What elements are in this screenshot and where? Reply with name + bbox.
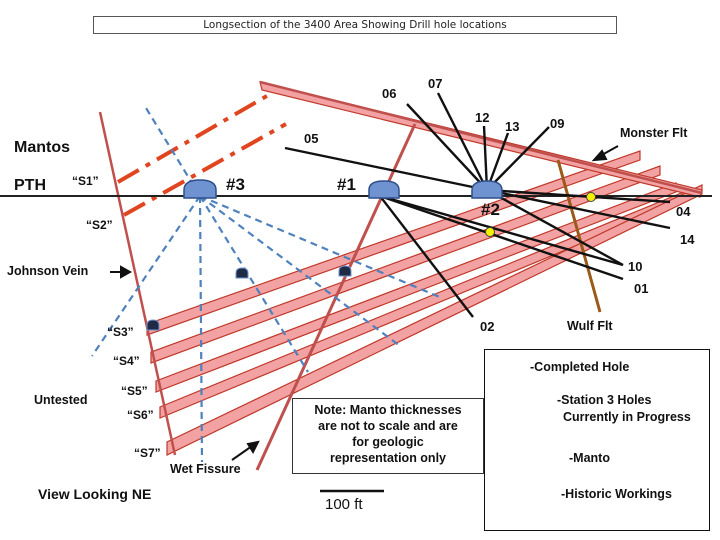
station3-hole: [199, 195, 309, 373]
hole-02-label: 02: [480, 319, 495, 334]
hole-01-label: 01: [634, 281, 649, 296]
hole-09-label: 09: [550, 116, 565, 131]
hole-07-line: [436, 92, 489, 191]
legend-station3-label-2: Currently in Progress: [563, 410, 691, 424]
s2-label: “S2”: [86, 218, 113, 232]
wulf-flt-label: Wulf Flt: [567, 319, 613, 333]
intersection-markers: [485, 192, 596, 237]
hole-05-line: [284, 146, 488, 192]
hole-10-label: 10: [628, 259, 643, 274]
station3-hole: [91, 195, 201, 357]
note-line-4: representation only: [330, 451, 446, 465]
note-line-1: Note: Manto thicknesses: [314, 403, 462, 417]
hole-14-label: 14: [680, 232, 695, 247]
dash-dot-mantos: [116, 91, 287, 217]
marker-point: [586, 192, 596, 202]
hole-05-label: 05: [304, 131, 319, 146]
station3-hole: [198, 195, 204, 463]
historic-workings: [183, 179, 503, 199]
hole-04-line: [486, 188, 671, 204]
view-label: View Looking NE: [38, 486, 152, 502]
wet-fissure-arrow: [231, 445, 253, 461]
hole-07-label: 07: [428, 76, 443, 91]
hole-06-line: [406, 103, 488, 191]
legend-workings-label: -Historic Workings: [561, 487, 672, 501]
scale-bar-label: 100 ft: [325, 496, 363, 513]
small-working: [146, 319, 160, 331]
monster-fault: [259, 80, 703, 195]
s3-label: “S3”: [107, 325, 134, 339]
mantos-label: Mantos: [14, 139, 70, 156]
hole-09-line: [486, 126, 550, 191]
completed-holes: [284, 92, 671, 318]
station3-hole: [199, 194, 443, 300]
hole-04-label: 04: [676, 204, 691, 219]
monster-flt-label: Monster Flt: [620, 126, 688, 140]
hole-01-line: [379, 194, 624, 281]
hole-12-label: 12: [475, 110, 490, 125]
station-3-label: #3: [226, 175, 245, 194]
small-working: [235, 267, 249, 279]
station-1-label: #1: [337, 175, 356, 194]
pth-label: PTH: [14, 177, 46, 194]
arrows: [110, 145, 619, 461]
s6-label: “S6”: [127, 408, 154, 422]
s2-manto-line: [123, 122, 287, 217]
monster-flt-arrow-head: [591, 149, 608, 162]
s5-label: “S5”: [121, 384, 148, 398]
small-working: [338, 265, 352, 277]
legend-completed-hole-label: -Completed Hole: [530, 360, 630, 374]
untested-label: Untested: [34, 393, 88, 407]
note-box: Note: Manto thicknesses are not to scale…: [292, 398, 484, 474]
johnson-vein-arrow-head: [120, 265, 133, 279]
note-line-2: are not to scale and are: [318, 419, 458, 433]
station2-workings: [471, 180, 503, 199]
diagram-title: Longsection of the 3400 Area Showing Dri…: [93, 16, 617, 34]
hole-14-line: [486, 188, 671, 230]
hole-12-line: [482, 125, 489, 191]
wet-fissure-label: Wet Fissure: [170, 462, 241, 476]
note-line-3: for geologic: [352, 435, 424, 449]
johnson-vein-fault: [98, 111, 177, 456]
hole-10-line: [486, 188, 624, 267]
manto-band-s7: [166, 184, 703, 456]
legend-station3-label-1: -Station 3 Holes: [557, 393, 652, 407]
s7-label: “S7”: [134, 446, 161, 460]
johnson-vein-label: Johnson Vein: [7, 264, 89, 278]
hole-02-line: [379, 195, 474, 318]
wulf-fault: [556, 159, 602, 313]
station3-workings: [183, 179, 217, 199]
legend: -Completed Hole -Station 3 Holes Current…: [484, 349, 710, 531]
legend-manto-label: -Manto: [569, 451, 610, 465]
wet-fissure-arrow-head: [246, 440, 260, 455]
s1-manto-line: [116, 91, 274, 184]
station3-hole: [199, 195, 401, 347]
marker-point: [485, 227, 495, 237]
s4-label: “S4”: [113, 354, 140, 368]
hole-1-to-10: [379, 194, 624, 267]
s1-label: “S1”: [72, 174, 99, 188]
station1-workings: [368, 180, 400, 199]
hole-13-label: 13: [505, 119, 520, 134]
small-workings: [146, 265, 352, 331]
hole-06-label: 06: [382, 86, 397, 101]
station-2-label: #2: [481, 200, 500, 219]
